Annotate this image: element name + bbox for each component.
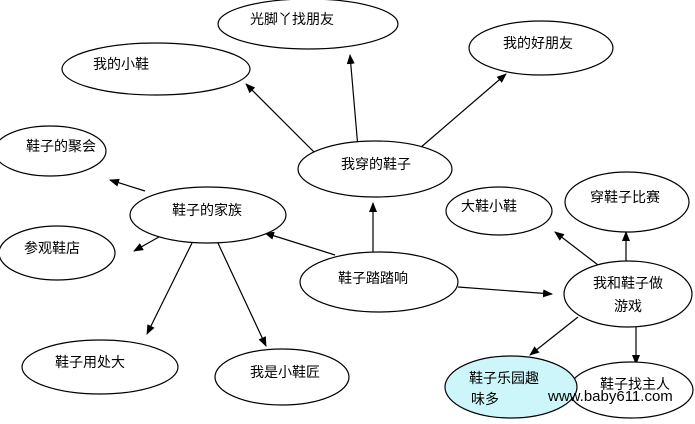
node-big-small-label: 大鞋小鞋	[461, 199, 517, 215]
node-uses: 鞋子用处大	[21, 339, 179, 395]
node-owner-label: 鞋子找主人	[600, 377, 670, 393]
node-contest: 穿鞋子比赛	[564, 171, 690, 233]
node-paradise-shape	[444, 355, 578, 419]
edge-play-to-big-small	[554, 231, 599, 266]
node-wear-shape	[297, 140, 453, 198]
node-barefoot: 光脚丫找朋友	[217, 0, 399, 50]
node-center-shape	[299, 251, 459, 313]
node-big-small: 大鞋小鞋	[445, 186, 553, 236]
node-paradise: 鞋子乐园趣 味多	[444, 355, 578, 419]
edge-family-to-uses	[146, 242, 193, 335]
node-center-label: 鞋子踏踏响	[338, 271, 408, 287]
node-visit-store-shape	[0, 225, 116, 281]
node-play-shape	[563, 260, 693, 328]
edge-center-to-play	[457, 286, 553, 298]
node-play: 我和鞋子做 游戏	[563, 260, 693, 328]
node-family-label: 鞋子的家族	[172, 202, 242, 219]
node-good-friend-label: 我的好朋友	[503, 36, 573, 52]
node-big-small-shape	[445, 186, 553, 236]
edge-wear-to-small-shoes	[245, 83, 323, 161]
node-visit-store-label: 参观鞋店	[24, 240, 80, 257]
node-cobbler: 我是小鞋匠	[214, 348, 350, 406]
node-visit-store: 参观鞋店	[0, 225, 116, 281]
node-gathering: 鞋子的聚会	[0, 125, 107, 177]
node-family: 鞋子的家族	[129, 186, 287, 244]
edge-family-to-cobbler	[216, 240, 267, 347]
node-wear: 我穿的鞋子	[297, 140, 453, 198]
edge-wear-to-good-friend	[419, 73, 507, 149]
node-play-label-line1: 我和鞋子做	[593, 276, 663, 292]
edges	[109, 54, 640, 365]
node-paradise-label-line2: 味多	[471, 391, 499, 408]
edge-play-to-paradise	[529, 316, 579, 356]
node-center: 鞋子踏踏响	[299, 251, 459, 313]
edge-wear-to-barefoot	[346, 54, 359, 149]
node-cobbler-shape	[214, 348, 350, 406]
node-wear-label: 我穿的鞋子	[341, 157, 411, 173]
node-family-shape	[129, 186, 287, 244]
node-uses-label: 鞋子用处大	[55, 355, 125, 371]
node-good-friend-shape	[468, 20, 614, 76]
node-small-shoes-label: 我的小鞋	[93, 57, 149, 73]
node-good-friend: 我的好朋友	[468, 20, 614, 76]
node-play-label-line2: 游戏	[614, 299, 642, 315]
edge-center-to-family	[264, 231, 336, 256]
node-barefoot-shape	[217, 0, 399, 50]
node-contest-label: 穿鞋子比赛	[590, 190, 660, 206]
node-contest-shape	[564, 171, 690, 233]
node-small-shoes: 我的小鞋	[61, 42, 251, 96]
node-gathering-label: 鞋子的聚会	[26, 139, 96, 155]
node-small-shoes-shape	[61, 42, 251, 96]
watermark-text: www.baby611.com	[548, 388, 673, 405]
edge-family-to-gathering	[109, 178, 146, 192]
node-cobbler-label: 我是小鞋匠	[250, 365, 320, 381]
node-uses-shape	[21, 339, 179, 395]
node-paradise-label-line1: 鞋子乐园趣	[469, 371, 539, 387]
node-gathering-shape	[0, 125, 107, 177]
node-barefoot-label: 光脚丫找朋友	[250, 12, 334, 28]
